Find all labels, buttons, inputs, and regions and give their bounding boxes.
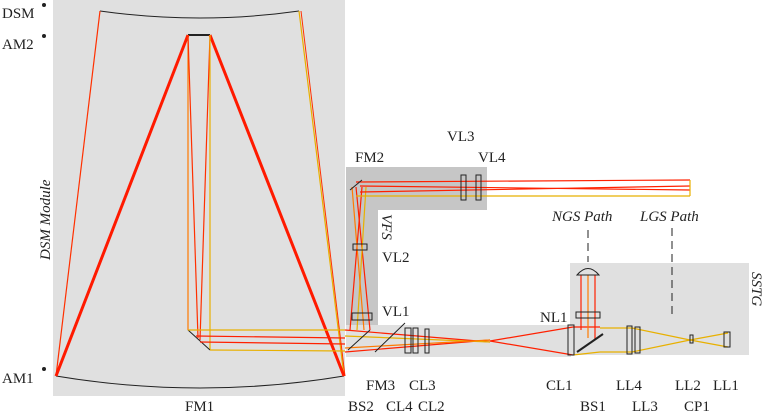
label-ngs-path: NGS Path xyxy=(551,209,612,225)
ll4-lens xyxy=(626,325,633,355)
bs1-splitter xyxy=(576,333,604,353)
vl3-lens xyxy=(460,174,467,201)
label-cl1: CL1 xyxy=(546,378,573,394)
dsm-bullet xyxy=(42,3,46,7)
label-dsm: DSM xyxy=(2,6,35,22)
cl3-lens xyxy=(412,327,419,354)
label-ll1: LL1 xyxy=(713,378,739,394)
label-lgs-path: LGS Path xyxy=(639,209,699,225)
label-cl4: CL4 xyxy=(386,399,413,415)
dsm-mirror xyxy=(99,10,300,19)
label-vl2: VL2 xyxy=(382,250,410,266)
nl1-lens xyxy=(575,311,601,319)
bs2-splitter xyxy=(347,329,371,351)
am2-bullet xyxy=(42,34,46,38)
label-fm1: FM1 xyxy=(185,399,214,415)
vl2-lens xyxy=(352,243,368,251)
ll1-lens xyxy=(723,331,731,348)
label-am2: AM2 xyxy=(2,37,34,53)
vl1-lens xyxy=(351,312,373,321)
dsm-rays xyxy=(54,10,346,377)
fm3-mirror xyxy=(374,322,406,353)
label-ll2: LL2 xyxy=(675,378,701,394)
label-ll4: LL4 xyxy=(616,378,642,394)
label-cl2: CL2 xyxy=(418,399,445,415)
am1-fm1-mirror xyxy=(55,375,345,389)
fm2-mirror xyxy=(349,179,363,191)
am1-bullet xyxy=(42,367,46,371)
vl4-lens xyxy=(475,174,482,201)
label-bs2: BS2 xyxy=(348,399,374,415)
label-vl4: VL4 xyxy=(478,150,506,166)
cl4-lens xyxy=(404,327,412,354)
label-fm3: FM3 xyxy=(366,378,395,394)
label-cp1: CP1 xyxy=(684,399,710,415)
label-sstg: SSTG xyxy=(748,272,764,306)
cl1-lens xyxy=(567,324,575,356)
label-bs1: BS1 xyxy=(580,399,606,415)
label-am1: AM1 xyxy=(2,371,34,387)
label-vfs: VFS xyxy=(378,214,394,240)
cl2-lens xyxy=(424,328,430,354)
ngs-lens xyxy=(575,268,601,276)
label-vl1: VL1 xyxy=(382,304,410,320)
ll3-lens xyxy=(634,326,641,354)
label-nl1: NL1 xyxy=(540,310,568,326)
label-cl3: CL3 xyxy=(409,378,436,394)
cp1-element xyxy=(689,334,694,344)
label-fm2: FM2 xyxy=(355,150,384,166)
vfs-module-box xyxy=(346,167,487,325)
label-dsm-module: DSM Module xyxy=(38,179,54,261)
sstg-module-box xyxy=(570,263,749,355)
label-vl3: VL3 xyxy=(447,129,475,145)
optical-elements xyxy=(347,174,731,356)
label-ll3: LL3 xyxy=(632,399,658,415)
